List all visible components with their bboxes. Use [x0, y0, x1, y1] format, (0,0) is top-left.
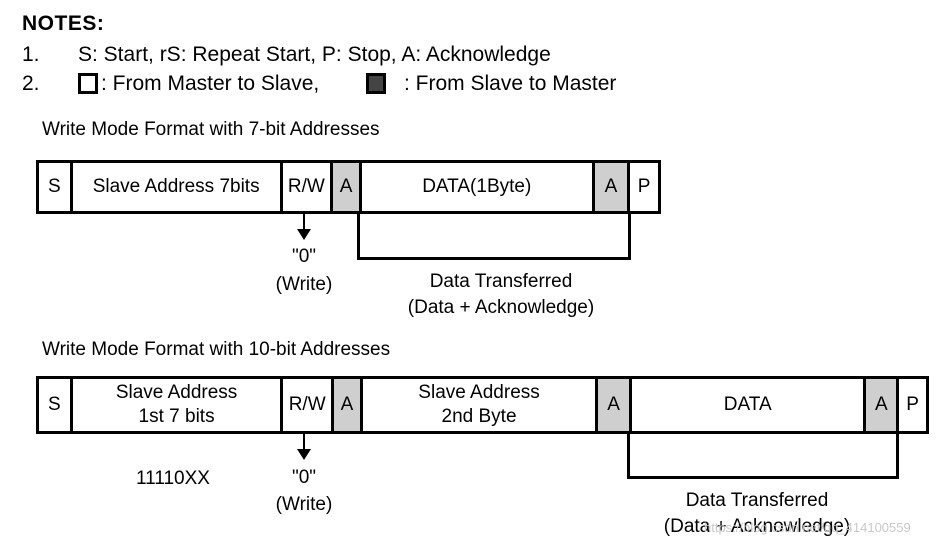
cell-rw: R/W — [283, 163, 334, 211]
watermark-url: https://blog.csdn.net/qq_414100559 — [704, 520, 911, 535]
heading-7bit: Write Mode Format with 7-bit Addresses — [42, 119, 380, 140]
master-to-slave-swatch — [78, 73, 98, 94]
cell-stop: P — [637, 176, 651, 197]
note-2-slave-text: : From Slave to Master — [404, 72, 617, 95]
cell-data-10: DATA — [632, 379, 867, 431]
cell-ack-address-10: A — [598, 379, 633, 431]
cell-slave-address-7bits: Slave Address 7bits — [73, 163, 283, 211]
heading-10bit: Write Mode Format with 10-bit Addresses — [42, 339, 391, 360]
rw-meaning-7bit: (Write) — [275, 274, 333, 295]
cell-rw-10: R/W — [283, 379, 335, 431]
rw-arrow-head-10bit — [297, 449, 311, 460]
data-transferred-sublabel-7bit: (Data + Acknowledge) — [407, 297, 595, 318]
cell-ack-slave-10: A — [334, 379, 363, 431]
rw-arrow-line-10bit — [303, 432, 305, 450]
cell-ack-data: A — [594, 163, 631, 211]
frame-7bit: S Slave Address 7bits R/W A DATA(1Byte) … — [36, 160, 661, 214]
cell-data-1byte: DATA(1Byte) — [362, 163, 595, 211]
rw-arrow-head-7bit — [297, 229, 311, 240]
rw-value-10bit: "0" — [291, 467, 317, 488]
notes-title: NOTES: — [22, 12, 105, 35]
cell-start-10: S — [39, 379, 73, 431]
note-1-text: S: Start, rS: Repeat Start, P: Stop, A: … — [78, 43, 551, 66]
cell-start: S — [39, 163, 73, 211]
cell-ack-data-10: A — [866, 379, 900, 431]
note-2-number: 2. — [22, 72, 40, 95]
data-transferred-label-10bit: Data Transferred — [685, 490, 829, 511]
note-2-master-text: : From Master to Slave, — [101, 72, 320, 95]
rw-meaning-10bit: (Write) — [275, 494, 333, 515]
data-transferred-bracket-7bit — [357, 212, 631, 260]
data-transferred-label-7bit: Data Transferred — [429, 271, 573, 292]
rw-value-7bit: "0" — [291, 246, 317, 267]
rw-arrow-line-7bit — [303, 212, 305, 230]
slave-to-master-swatch — [366, 73, 386, 94]
note-1-number: 1. — [22, 43, 40, 66]
data-transferred-bracket-10bit — [627, 432, 899, 479]
address-bits-value: 11110XX — [136, 468, 210, 489]
cell-stop-10: P — [906, 394, 919, 415]
cell-ack-slave: A — [333, 163, 362, 211]
data-transferred-sublabel-10bit: (Data + Acknowledge) — [663, 516, 851, 537]
